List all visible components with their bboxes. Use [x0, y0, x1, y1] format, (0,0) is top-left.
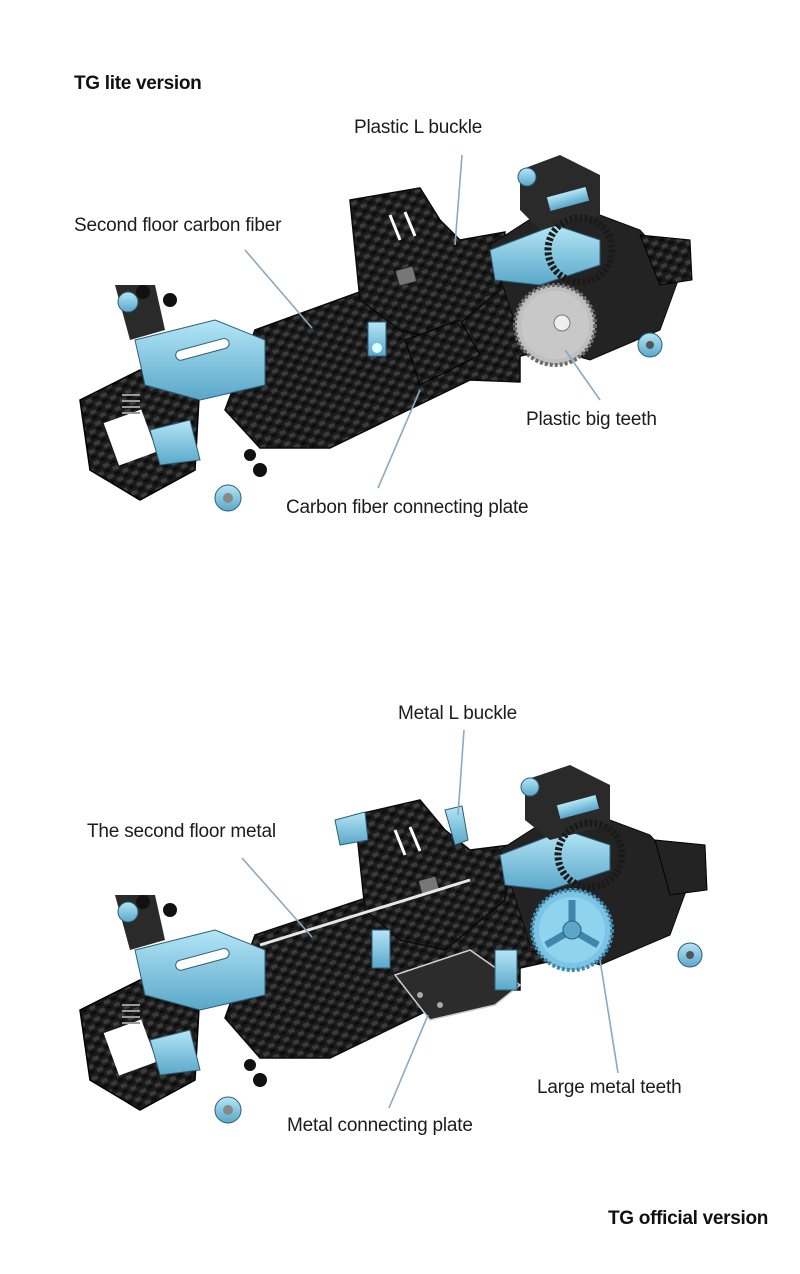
label-plastic-big-teeth: Plastic big teeth: [526, 409, 657, 430]
section-title-official: TG official version: [608, 1208, 769, 1229]
label-second-floor-metal: The second floor metal: [87, 821, 276, 842]
chassis-official: [79, 765, 708, 1124]
label-metal-l-buckle: Metal L buckle: [398, 703, 518, 724]
label-metal-connecting-plate: Metal connecting plate: [287, 1115, 473, 1136]
label-second-floor-carbon-fiber: Second floor carbon fiber: [74, 215, 282, 236]
label-carbon-fiber-connecting-plate: Carbon fiber connecting plate: [286, 497, 529, 518]
label-plastic-l-buckle: Plastic L buckle: [354, 117, 483, 138]
leader-lines-official: [241, 729, 619, 1109]
leader-lines-lite: [244, 154, 601, 489]
section-title-lite: TG lite version: [74, 73, 202, 94]
label-large-metal-teeth: Large metal teeth: [537, 1077, 682, 1098]
chassis-lite: [79, 155, 693, 512]
